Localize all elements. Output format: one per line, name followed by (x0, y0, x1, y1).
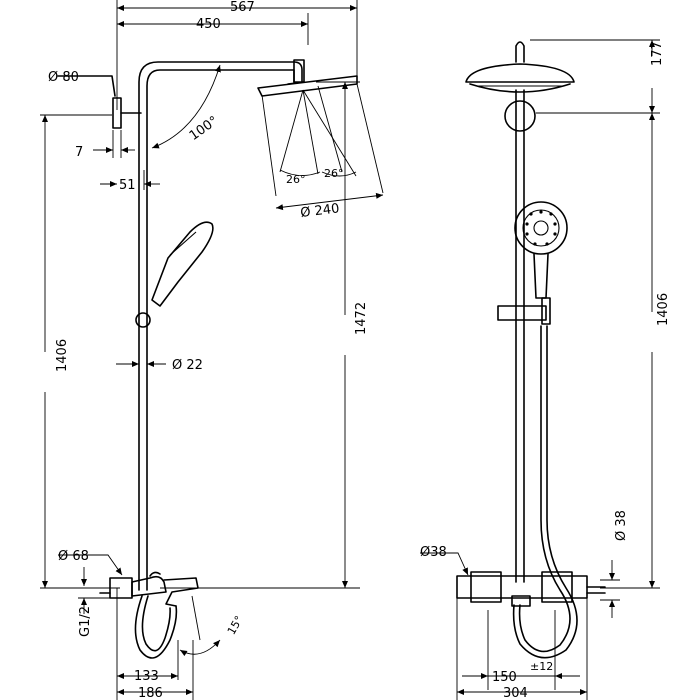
side-view: 567 450 Ø 80 7 51 (35, 0, 384, 700)
dim-dia-38-left: Ø38 (420, 545, 469, 576)
dim-186-label: 186 (138, 686, 163, 700)
dim-spout-angle: 15° (179, 595, 246, 657)
front-extension-lines (456, 39, 660, 700)
dim-1472: 1472 (335, 82, 369, 588)
dim-450: 450 (117, 17, 308, 32)
shower-hose (512, 325, 578, 659)
dim-1406-left: 1406 (35, 115, 70, 588)
dim-1472-label: 1472 (354, 302, 369, 335)
thermostat-front (456, 571, 606, 607)
thermostat-side (99, 571, 199, 659)
wall-bracket-dia-label: Ø 80 (48, 70, 79, 85)
dim-177: 177 (641, 40, 665, 113)
dim-567: 567 (117, 0, 357, 15)
dim-inlet: G1/2 (78, 567, 110, 637)
dim-133-label: 133 (134, 669, 159, 684)
dim-arm-angle: 100° (151, 64, 221, 149)
spout-angle-label: 15° (225, 614, 246, 637)
dim-177-label: 177 (650, 41, 665, 66)
dim-pipe-dia: Ø 22 (116, 358, 203, 373)
pipe-dia-label: Ø 22 (172, 358, 203, 373)
spray-cone (261, 83, 384, 197)
dim-thermostat-dia: Ø 68 (58, 549, 123, 576)
dim-133: 133 (117, 669, 178, 684)
spray-nozzles (525, 210, 557, 246)
dim-1406-right-label: 1406 (656, 293, 671, 326)
thermostat-dia-label: Ø 68 (58, 549, 89, 564)
dim-51-label: 51 (119, 178, 136, 193)
hand-shower-side (135, 221, 214, 328)
dim-150: 150 ±12 (462, 660, 580, 685)
dim-spray-angles: 26° 26° (279, 167, 357, 186)
front-view: 177 1406 Ø38 Ø 38 150 ±12 (420, 39, 671, 700)
dim-1406-left-label: 1406 (55, 339, 70, 372)
dim-7: 7 (75, 130, 135, 160)
dim-304: 304 (457, 686, 587, 700)
dim-186: 186 (117, 686, 193, 700)
riser-and-arm (138, 59, 305, 591)
dim-450-label: 450 (196, 17, 221, 32)
dim-150-label: 150 (492, 670, 517, 685)
overhead-shower-head (257, 75, 358, 97)
inlet-thread-label: G1/2 (78, 606, 93, 637)
dia-38-left-label: Ø38 (420, 545, 447, 560)
dim-spray-dia: Ø 240 (275, 192, 384, 221)
dim-dia-38-right: Ø 38 (600, 510, 629, 618)
dia-38-right-label: Ø 38 (614, 510, 629, 541)
overhead-shower-front (465, 41, 575, 93)
wall-bracket: Ø 80 (48, 70, 142, 129)
dim-1406-right: 1406 (641, 113, 671, 588)
dim-304-label: 304 (503, 686, 528, 700)
spray-angle-left-label: 26° (286, 173, 306, 186)
spray-dia-label: Ø 240 (300, 201, 341, 221)
spray-angle-right-label: 26° (324, 167, 344, 180)
dim-51: 51 (100, 170, 160, 193)
dim-567-label: 567 (230, 0, 255, 15)
hand-shower-front (497, 201, 568, 325)
front-riser (504, 89, 536, 583)
dim-150-tol-label: ±12 (530, 660, 553, 673)
dim-7-label: 7 (75, 145, 83, 160)
arm-angle-label: 100° (187, 114, 221, 144)
